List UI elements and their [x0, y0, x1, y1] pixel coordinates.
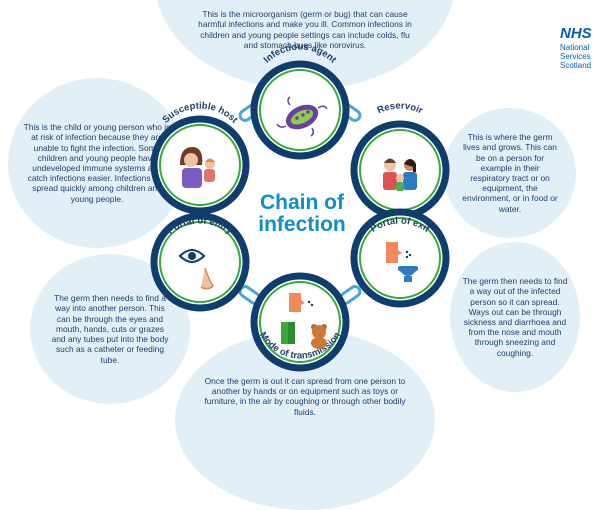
bacteria-icon [276, 96, 328, 137]
mode-of-transmission-text: Once the germ is out it can spread from … [204, 376, 406, 417]
portal-of-entry-text: The germ then needs to find a way into a… [51, 293, 169, 365]
eye-nose-icon [178, 249, 214, 290]
portal-of-exit-text: The germ then needs to find a way out of… [462, 276, 568, 358]
reservoir-description: This is where the germ lives and grows. … [444, 108, 576, 238]
node-portal-of-exit: Portal of exit [350, 208, 450, 308]
portal-of-exit-description: The germ then needs to find a way out of… [450, 242, 580, 392]
node-reservoir: Reservoir [350, 100, 450, 220]
node-portal-of-entry: Portal of entry [150, 212, 250, 312]
node-infectious-agent: Infectious agent [250, 42, 350, 160]
susceptible-host-description: This is the child or young person who is… [8, 78, 186, 248]
infectious-agent-text: This is the microorganism (germ or bug) … [198, 9, 412, 50]
diagram-title: Chain of infection [258, 191, 346, 236]
mother-child-icon [180, 147, 215, 188]
sneeze-toilet-icon [386, 242, 418, 282]
family-icon [383, 158, 417, 191]
node-mode-of-transmission: Mode of transmission [250, 272, 350, 372]
nhs-logo: NHS National Services Scotland [560, 26, 604, 70]
sneeze-teddy-door-icon [281, 293, 327, 349]
chain-of-infection-diagram: Infectious agent Reservoir Portal of exi… [150, 42, 450, 372]
nhs-logo-subtitle: National Services Scotland [560, 43, 592, 70]
node-label-reservoir: Reservoir [376, 100, 425, 116]
nhs-logo-mark: NHS [560, 25, 592, 42]
susceptible-host-text: This is the child or young person who is… [23, 122, 171, 204]
reservoir-text: This is where the germ lives and grows. … [462, 132, 558, 214]
